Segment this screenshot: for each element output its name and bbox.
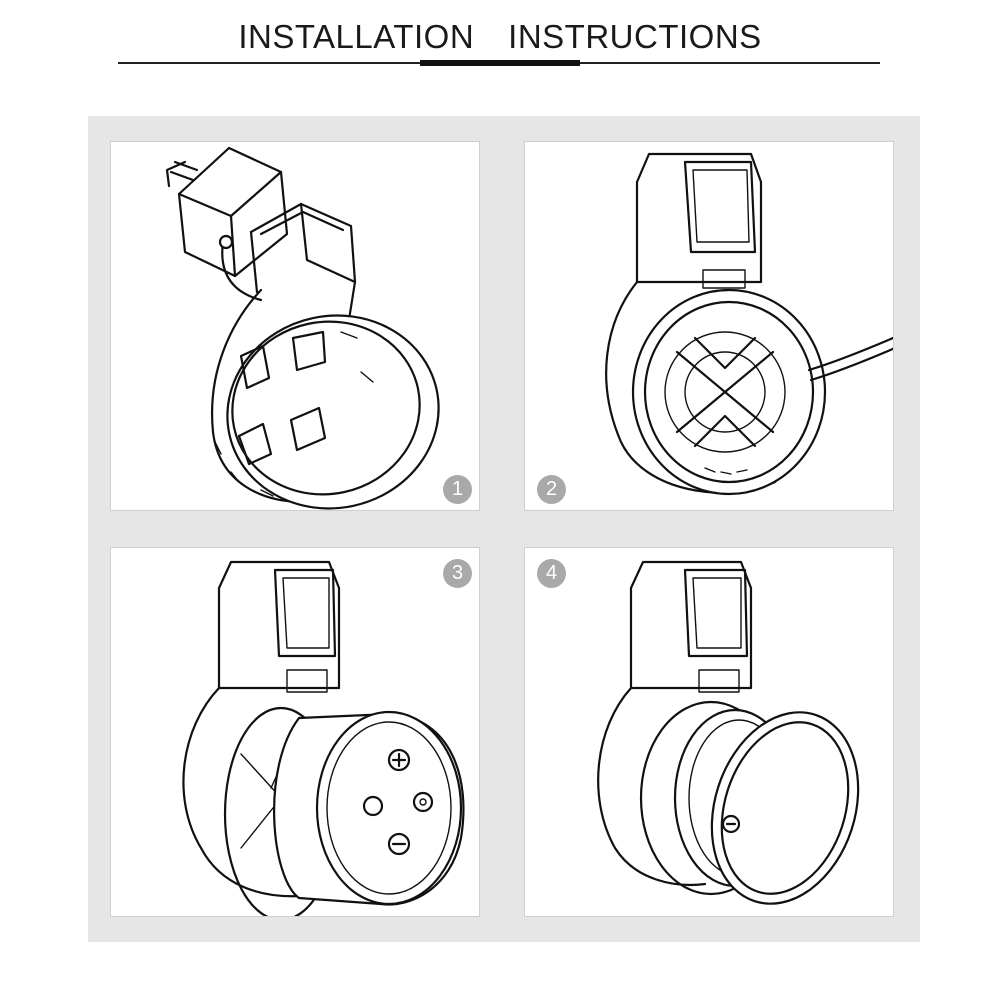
title-underline-accent [420, 60, 580, 66]
step-1-card: 1 [110, 141, 480, 511]
step-2-badge: 2 [537, 475, 566, 504]
step-3-card: 3 [110, 547, 480, 917]
step-4-card: 4 [524, 547, 894, 917]
step-3-badge: 3 [443, 559, 472, 588]
step-4-illustration [597, 560, 860, 905]
step-2-illustration [605, 152, 893, 496]
step-1-badge: 1 [443, 475, 472, 504]
step-3-illustration [182, 560, 465, 916]
step-1-illustration [165, 146, 440, 510]
page-title: INSTALLATION INSTRUCTIONS [0, 18, 1000, 56]
title-word-installation: INSTALLATION [238, 18, 475, 55]
step-4-badge: 4 [537, 559, 566, 588]
step-2-card: 2 [524, 141, 894, 511]
title-word-instructions: INSTRUCTIONS [508, 18, 762, 55]
